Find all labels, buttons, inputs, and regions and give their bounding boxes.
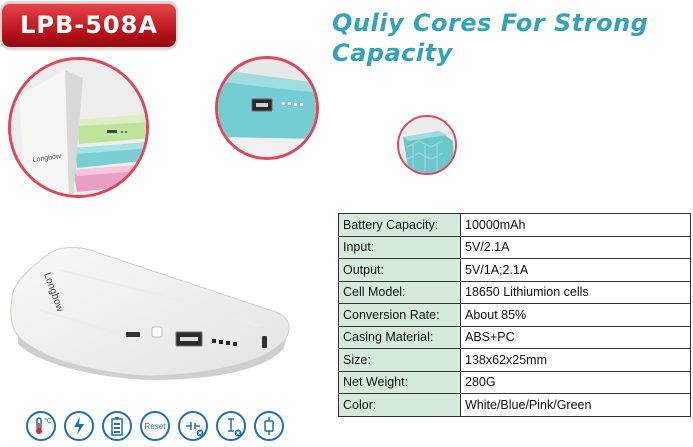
headline-line-2: Capacity — [332, 39, 453, 67]
spec-key: Size: — [338, 348, 461, 372]
spec-row: Size:138x62x25mm — [338, 348, 691, 372]
headline-line-1: Quliy Cores For Strong — [332, 9, 649, 37]
port-closeup-image — [215, 56, 319, 160]
port-closeup-illustration — [218, 59, 316, 157]
spec-row: Battery Capacity:10000mAh — [338, 213, 691, 237]
spec-value: 10000mAh — [460, 213, 691, 237]
spec-row: Input:5V/2.1A — [338, 235, 691, 259]
spec-row: Output:5V/1A;2.1A — [338, 258, 691, 282]
specifications-table: Battery Capacity:10000mAh Input:5V/2.1A … — [338, 213, 691, 417]
led-indicator — [226, 341, 230, 345]
spec-row: Casing Material:ABS+PC — [338, 325, 691, 349]
micro-usb-port — [126, 332, 140, 337]
spec-key: Battery Capacity: — [338, 213, 461, 237]
spec-row: Net Weight:280G — [338, 370, 691, 394]
spec-key: Color: — [338, 393, 461, 417]
spec-value: 5V/2.1A — [460, 235, 691, 259]
spec-row: Conversion Rate:About 85% — [338, 303, 691, 327]
spec-key: Net Weight: — [338, 370, 461, 394]
spec-key: Output: — [338, 258, 461, 282]
brand-logo-text: Longbow — [32, 153, 62, 164]
spec-value: ABS+PC — [460, 325, 691, 349]
no-overcurrent-icon — [216, 411, 246, 441]
thermometer-icon: °C — [26, 411, 56, 441]
flashlight-lens — [262, 336, 267, 348]
led-indicator — [233, 342, 237, 346]
stacked-power-banks-illustration: Longbow — [11, 60, 146, 195]
spec-key: Conversion Rate: — [338, 303, 461, 327]
texture-closeup-image — [397, 115, 457, 175]
spec-row: Color:White/Blue/Pink/Green — [338, 393, 691, 417]
led-indicator — [212, 339, 216, 343]
color-variants-image: Longbow — [8, 57, 149, 198]
lightning-icon — [64, 411, 94, 441]
spec-value: 280G — [460, 370, 691, 394]
spec-key: Casing Material: — [338, 325, 461, 349]
reset-icon: Reset — [140, 411, 170, 441]
spec-value: White/Blue/Pink/Green — [460, 393, 691, 417]
model-label: LPB-508A — [20, 11, 158, 39]
cable-icon — [254, 411, 284, 441]
spec-value: 138x62x25mm — [460, 348, 691, 372]
power-bank-product-image: Longbow — [10, 246, 290, 380]
reset-icon-label: Reset — [144, 421, 166, 431]
texture-closeup-illustration — [399, 117, 455, 173]
no-short-circuit-icon — [178, 411, 208, 441]
spec-value: 5V/1A;2.1A — [460, 258, 691, 282]
thermometer-icon-label: °C — [44, 418, 52, 425]
feature-icons-row: °C Reset — [22, 409, 292, 447]
headline: Quliy Cores For Strong Capacity — [332, 8, 687, 68]
power-button — [151, 326, 163, 338]
battery-icon — [102, 411, 132, 441]
spec-key: Cell Model: — [338, 280, 461, 304]
model-badge: LPB-508A — [2, 3, 176, 47]
spec-row: Cell Model:18650 Lithiumion cells — [338, 280, 691, 304]
spec-value: About 85% — [460, 303, 691, 327]
spec-value: 18650 Lithiumion cells — [460, 280, 691, 304]
led-indicator — [219, 340, 223, 344]
spec-key: Input: — [338, 235, 461, 259]
